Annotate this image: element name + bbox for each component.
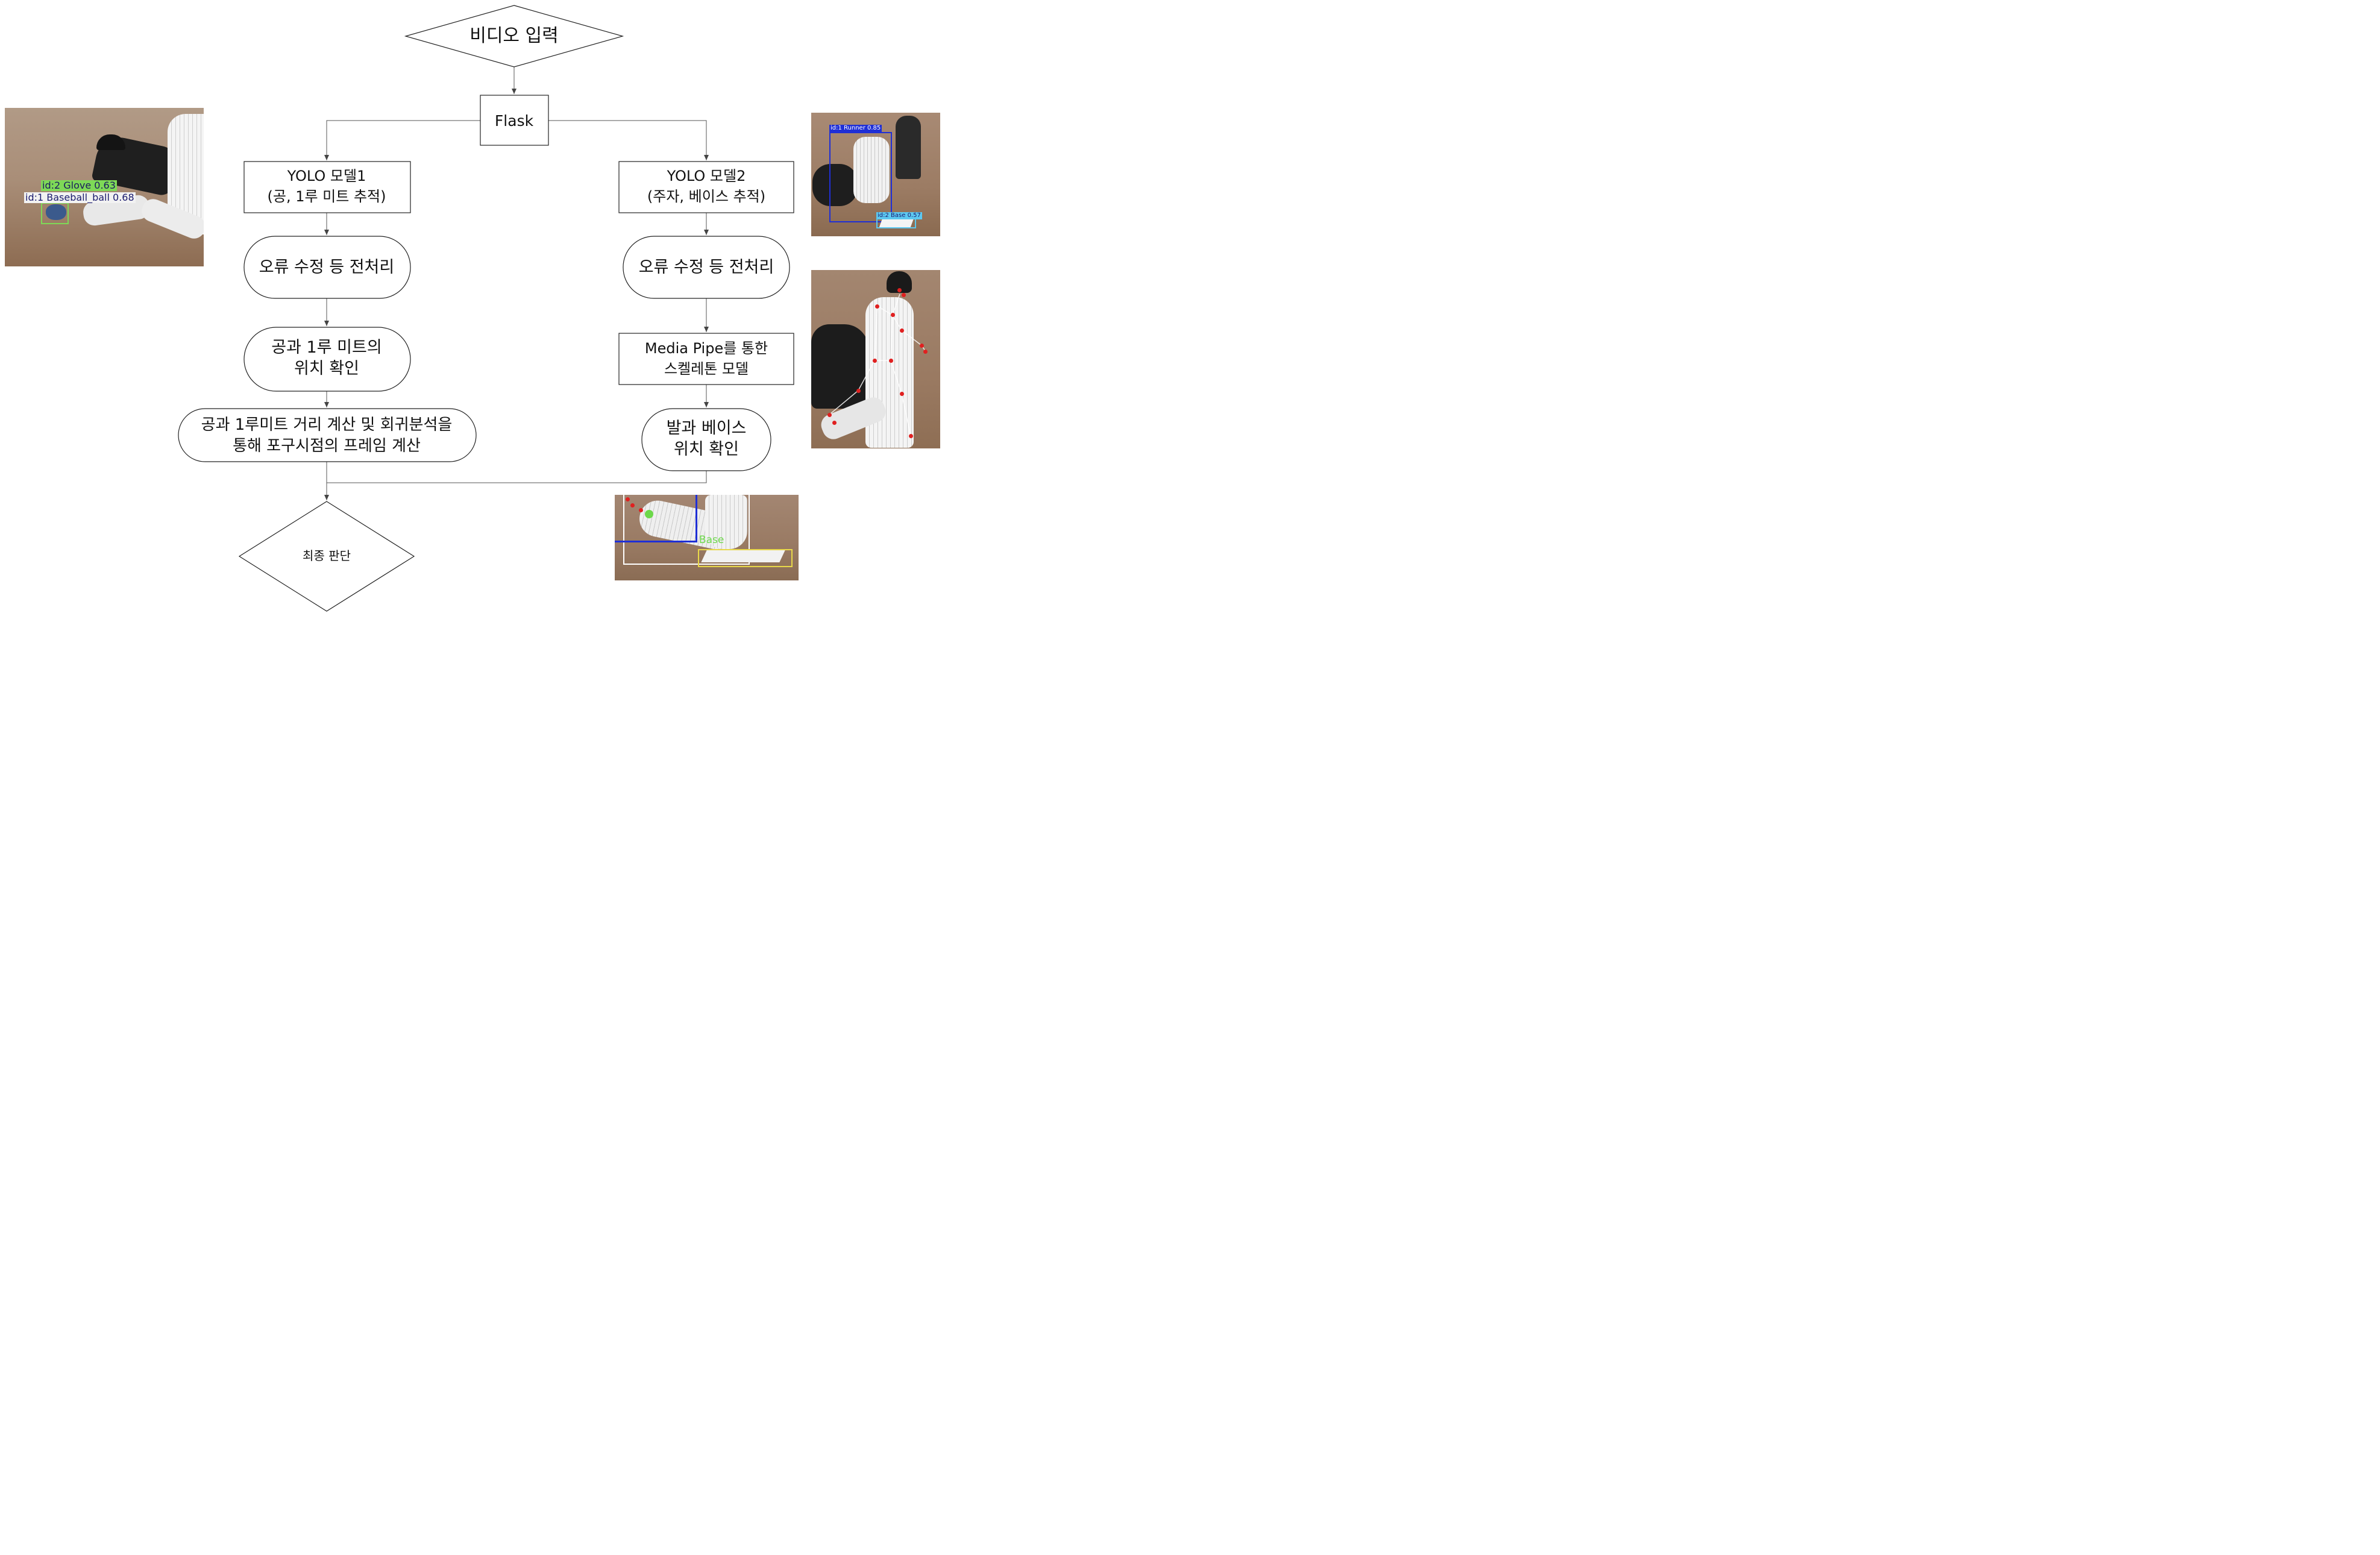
locate-right-label-line1: 발과 베이스 [667, 419, 747, 438]
keypoint [923, 350, 928, 354]
glove-bounding-box [41, 203, 69, 224]
flowchart-figure: 비디오 입력 Flask YOLO 모델1 (공, 1루 미트 추적) 오류 수… [0, 0, 945, 617]
runner-box-blue-side [695, 495, 697, 542]
foot-base-image: Base [615, 495, 799, 580]
player-cap [96, 134, 125, 150]
glove-ball-detection-image: id:2 Glove 0.63 id:1 Baseball_ball 0.68 [5, 108, 204, 266]
skeleton-label-line2: 스켈레톤 모델 [664, 360, 749, 377]
model2-label-line1: YOLO 모델2 [667, 168, 746, 184]
model1-label-line1: YOLO 모델1 [287, 168, 366, 184]
arrow-flask-to-model2 [548, 120, 709, 160]
arrow-merge-right-branch [327, 471, 707, 483]
keypoint [909, 434, 913, 438]
keypoint [900, 392, 904, 396]
keypoint [626, 497, 630, 501]
base-label-tag: Base [699, 534, 724, 546]
keypoint [630, 503, 635, 507]
flask-box [480, 95, 549, 146]
locate-left-label-line1: 공과 1루 미트의 [271, 338, 381, 357]
runner-box-blue-edge [615, 541, 697, 542]
flask-label: Flask [495, 112, 534, 130]
keypoint [920, 344, 924, 348]
runner-base-detection-image: id:1 Runner 0.85 id:2 Base 0.57 [811, 113, 940, 236]
skeleton-pose-image [811, 270, 940, 448]
skeleton-label-line1: Media Pipe를 통한 [645, 340, 768, 357]
locate-left-label-line2: 위치 확인 [294, 359, 359, 378]
keypoint [875, 304, 879, 309]
keypoint [832, 421, 837, 425]
keypoint [639, 508, 643, 512]
keypoint [889, 359, 893, 363]
keypoint [827, 413, 832, 417]
locate-right-label-line2: 위치 확인 [674, 440, 739, 459]
foot-keypoint [645, 510, 653, 518]
locate-foot-base-pill [641, 408, 771, 471]
connector-lines [324, 67, 709, 500]
locate-ball-mitt-pill [243, 327, 411, 392]
model2-label-line2: (주자, 베이스 추적) [647, 188, 765, 205]
base-bounding-box [698, 549, 793, 567]
keypoint [856, 389, 861, 393]
start-decision-shape [404, 5, 624, 68]
runner-silhouette [853, 137, 890, 203]
distance-calc-pill [178, 408, 477, 462]
runner-bounding-box [829, 132, 892, 222]
yolo-model1-box [243, 161, 411, 213]
keypoint [873, 359, 877, 363]
keypoint [902, 293, 906, 297]
preprocess-right-label: 오류 수정 등 전처리 [639, 258, 774, 277]
ball-label-tag: id:1 Baseball_ball 0.68 [24, 192, 136, 203]
umpire-silhouette [896, 116, 921, 179]
runner-front-leg [705, 495, 747, 549]
final-decision-shape [238, 501, 415, 612]
model1-label-line2: (공, 1루 미트 추적) [268, 188, 386, 205]
runner-bounding-box [623, 495, 750, 565]
fielder-silhouette [811, 324, 868, 409]
keypoint [900, 328, 904, 333]
final-decision-label: 최종 판단 [303, 548, 351, 563]
keypoint [897, 288, 902, 292]
base-label-tag: id:2 Base 0.57 [876, 212, 922, 219]
baseball-glove [46, 204, 66, 220]
preprocess-right-pill [623, 236, 790, 299]
flowchart: 비디오 입력 Flask YOLO 모델1 (공, 1루 미트 추적) 오류 수… [178, 5, 794, 612]
yolo-model2-box [618, 161, 794, 213]
runner-label-tag: id:1 Runner 0.85 [829, 125, 882, 132]
fielder-silhouette [812, 164, 858, 206]
arrow-flask-to-model1 [324, 120, 480, 160]
preprocess-left-label: 오류 수정 등 전처리 [259, 258, 394, 277]
glove-label-tag: id:2 Glove 0.63 [41, 180, 117, 191]
keypoint [891, 313, 895, 317]
start-label: 비디오 입력 [469, 25, 559, 46]
skeleton-model-box [618, 333, 794, 385]
calc-label-line1: 공과 1루미트 거리 계산 및 회귀분석을 [201, 416, 453, 434]
calc-label-line2: 통해 포구시점의 프레임 계산 [233, 437, 421, 455]
preprocess-left-pill [243, 236, 411, 299]
